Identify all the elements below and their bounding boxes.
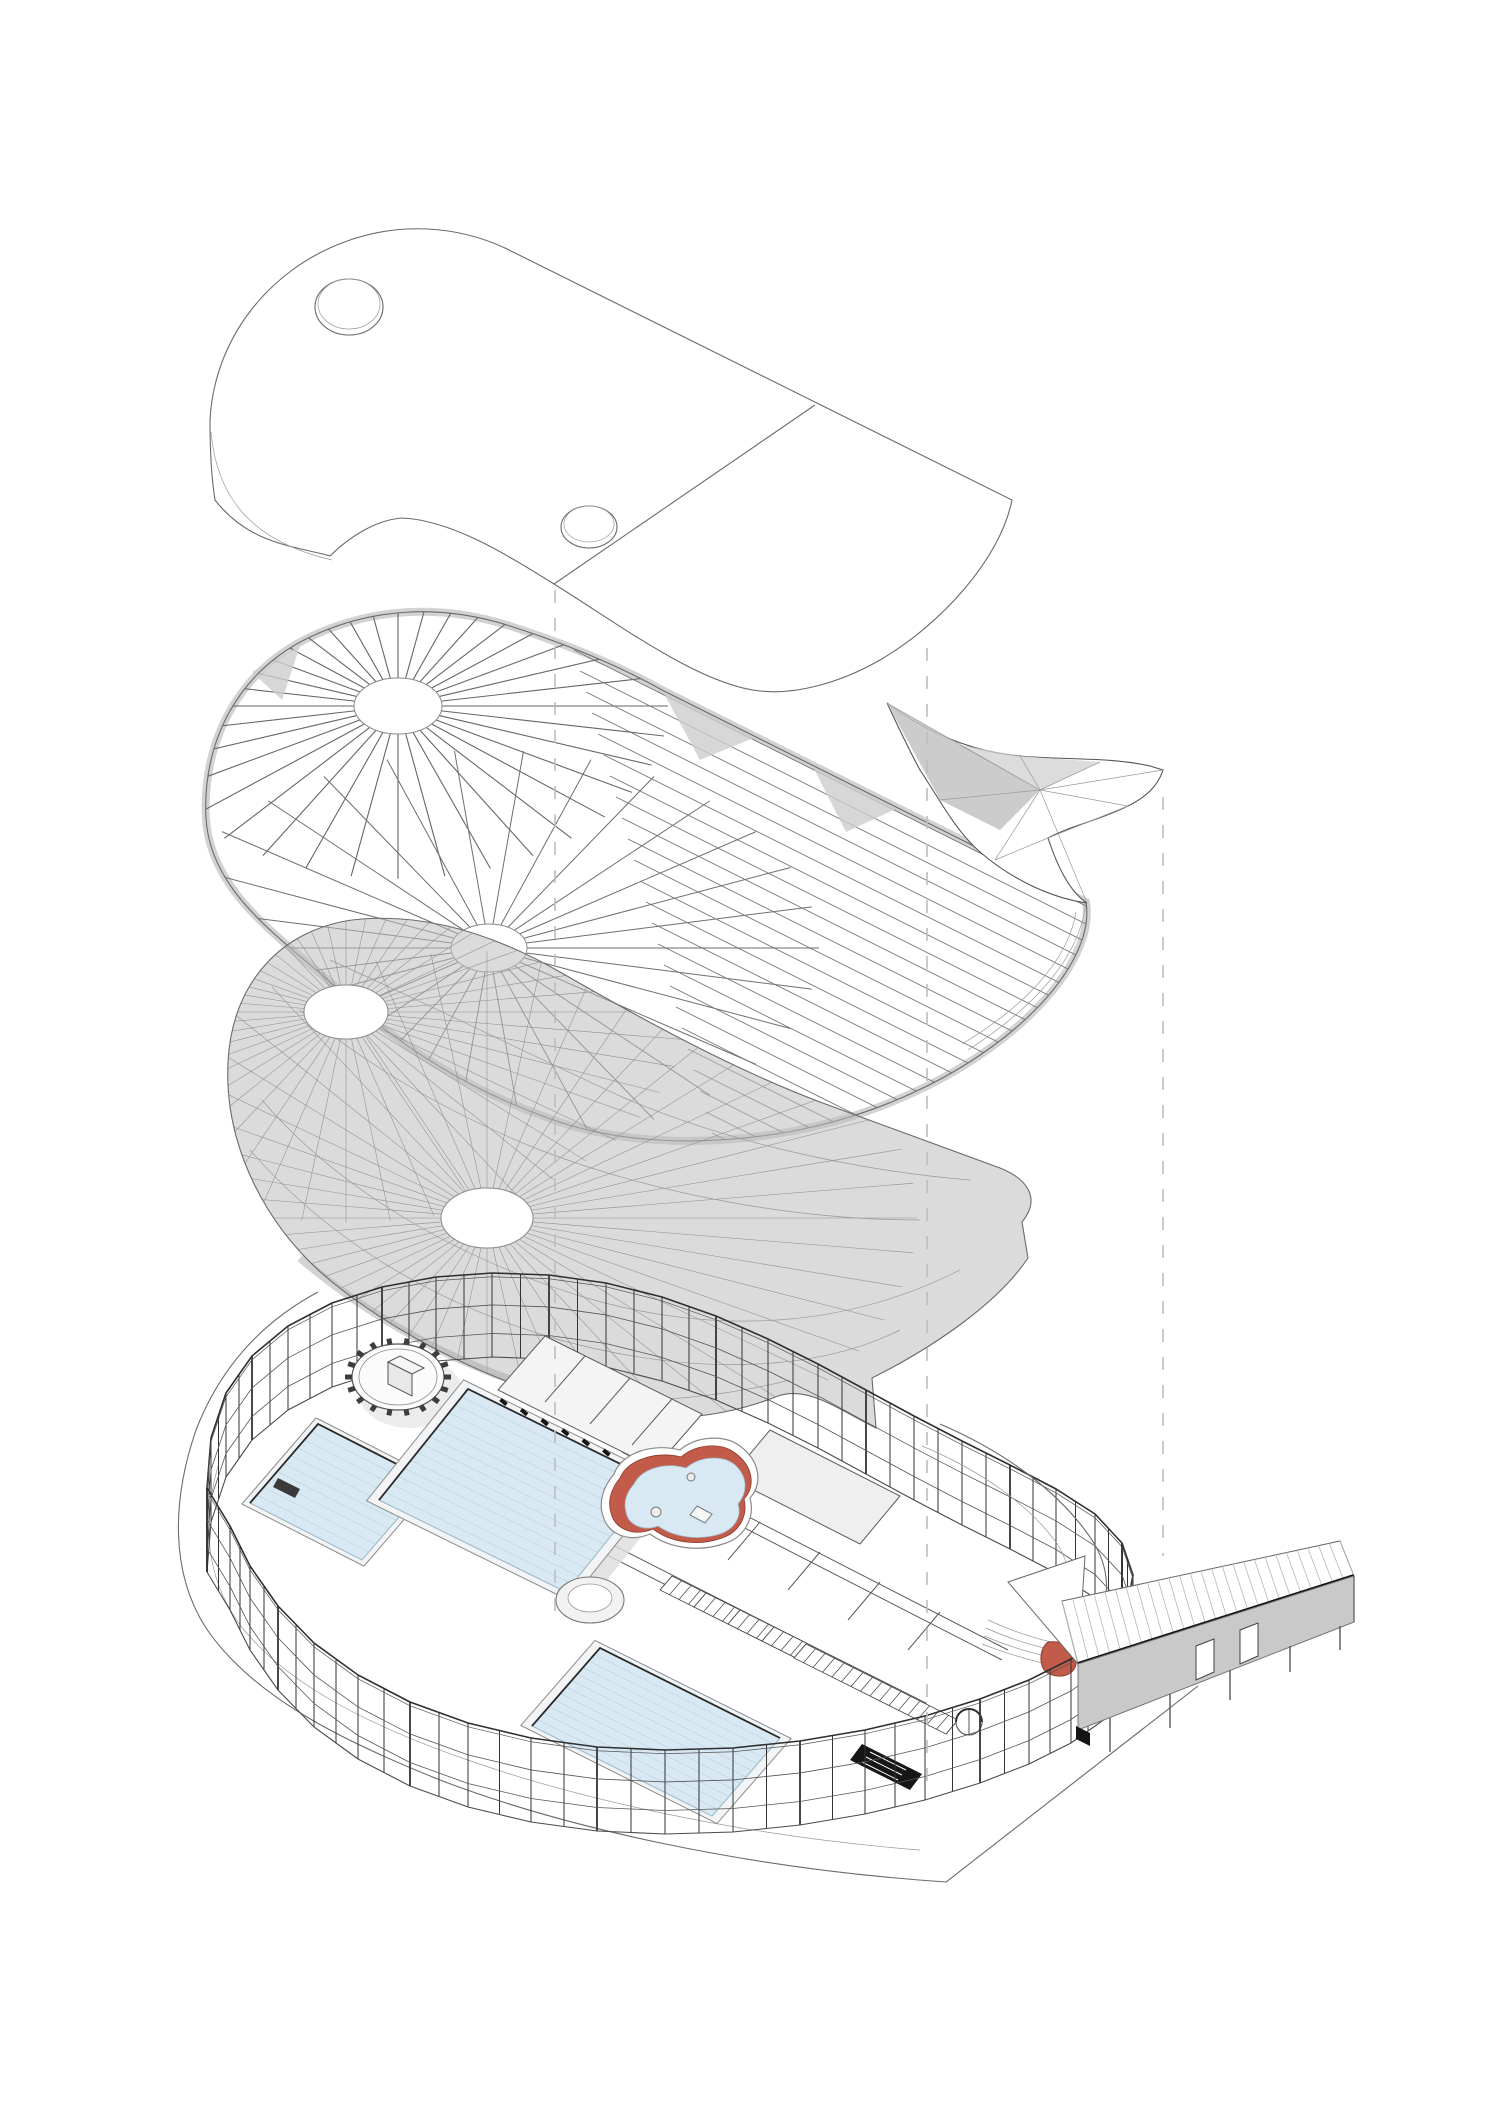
wing-roof-stripes (1061, 1540, 1355, 1665)
pool-lower (520, 1639, 792, 1825)
layer-pool-hall (177, 1272, 1355, 1883)
pool-upper-left (241, 1417, 439, 1567)
canopy-gray-facets (887, 703, 1100, 830)
roof-plate-oculus-left (314, 278, 384, 336)
layer-cable-net-mesh (227, 917, 1032, 1429)
roof-plate-crease (553, 404, 816, 585)
projection-lines (554, 590, 1164, 1790)
roof-rim-arc-1 (967, 901, 1087, 1051)
swimming-pools (241, 1379, 792, 1825)
layer-roof-plate (209, 228, 1013, 693)
mesh-shell-outline (227, 917, 1032, 1429)
roof-facet-shading (252, 646, 898, 832)
spiral-feature (345, 1338, 451, 1416)
wing-corner-footing (1076, 1726, 1090, 1746)
locker-bench-row (793, 1643, 959, 1735)
wing-doors (1195, 1622, 1259, 1681)
kids-kidney-pool (600, 1437, 759, 1549)
kids-pool-water (624, 1457, 746, 1538)
roof-plate-edge-thickness (210, 431, 333, 561)
mesh-shell-fill (227, 918, 1031, 1428)
locker-benches (659, 1575, 959, 1735)
canopy-triangulation-lines (886, 702, 1164, 904)
pool-side-bench (273, 1478, 300, 1498)
perimeter-colonnade-back (206, 1272, 1123, 1628)
rib-fan-upper-hole (353, 677, 443, 735)
hall-interior (241, 1335, 1108, 1825)
roof-plate-oculus-right (560, 505, 618, 549)
entrance-wing (1007, 1540, 1355, 1752)
entry-lobby (850, 1423, 1108, 1790)
roof-plate-outline (209, 228, 1013, 693)
revolving-door (955, 1708, 983, 1736)
roof-rim-arc-2 (961, 911, 1077, 1045)
mesh-funnel-holes (303, 984, 534, 1249)
kids-pool-fountains (650, 1472, 713, 1524)
wing-columns (1109, 1626, 1341, 1752)
spa-tub (555, 1576, 625, 1624)
entrance-canopy-shell (886, 702, 1164, 904)
